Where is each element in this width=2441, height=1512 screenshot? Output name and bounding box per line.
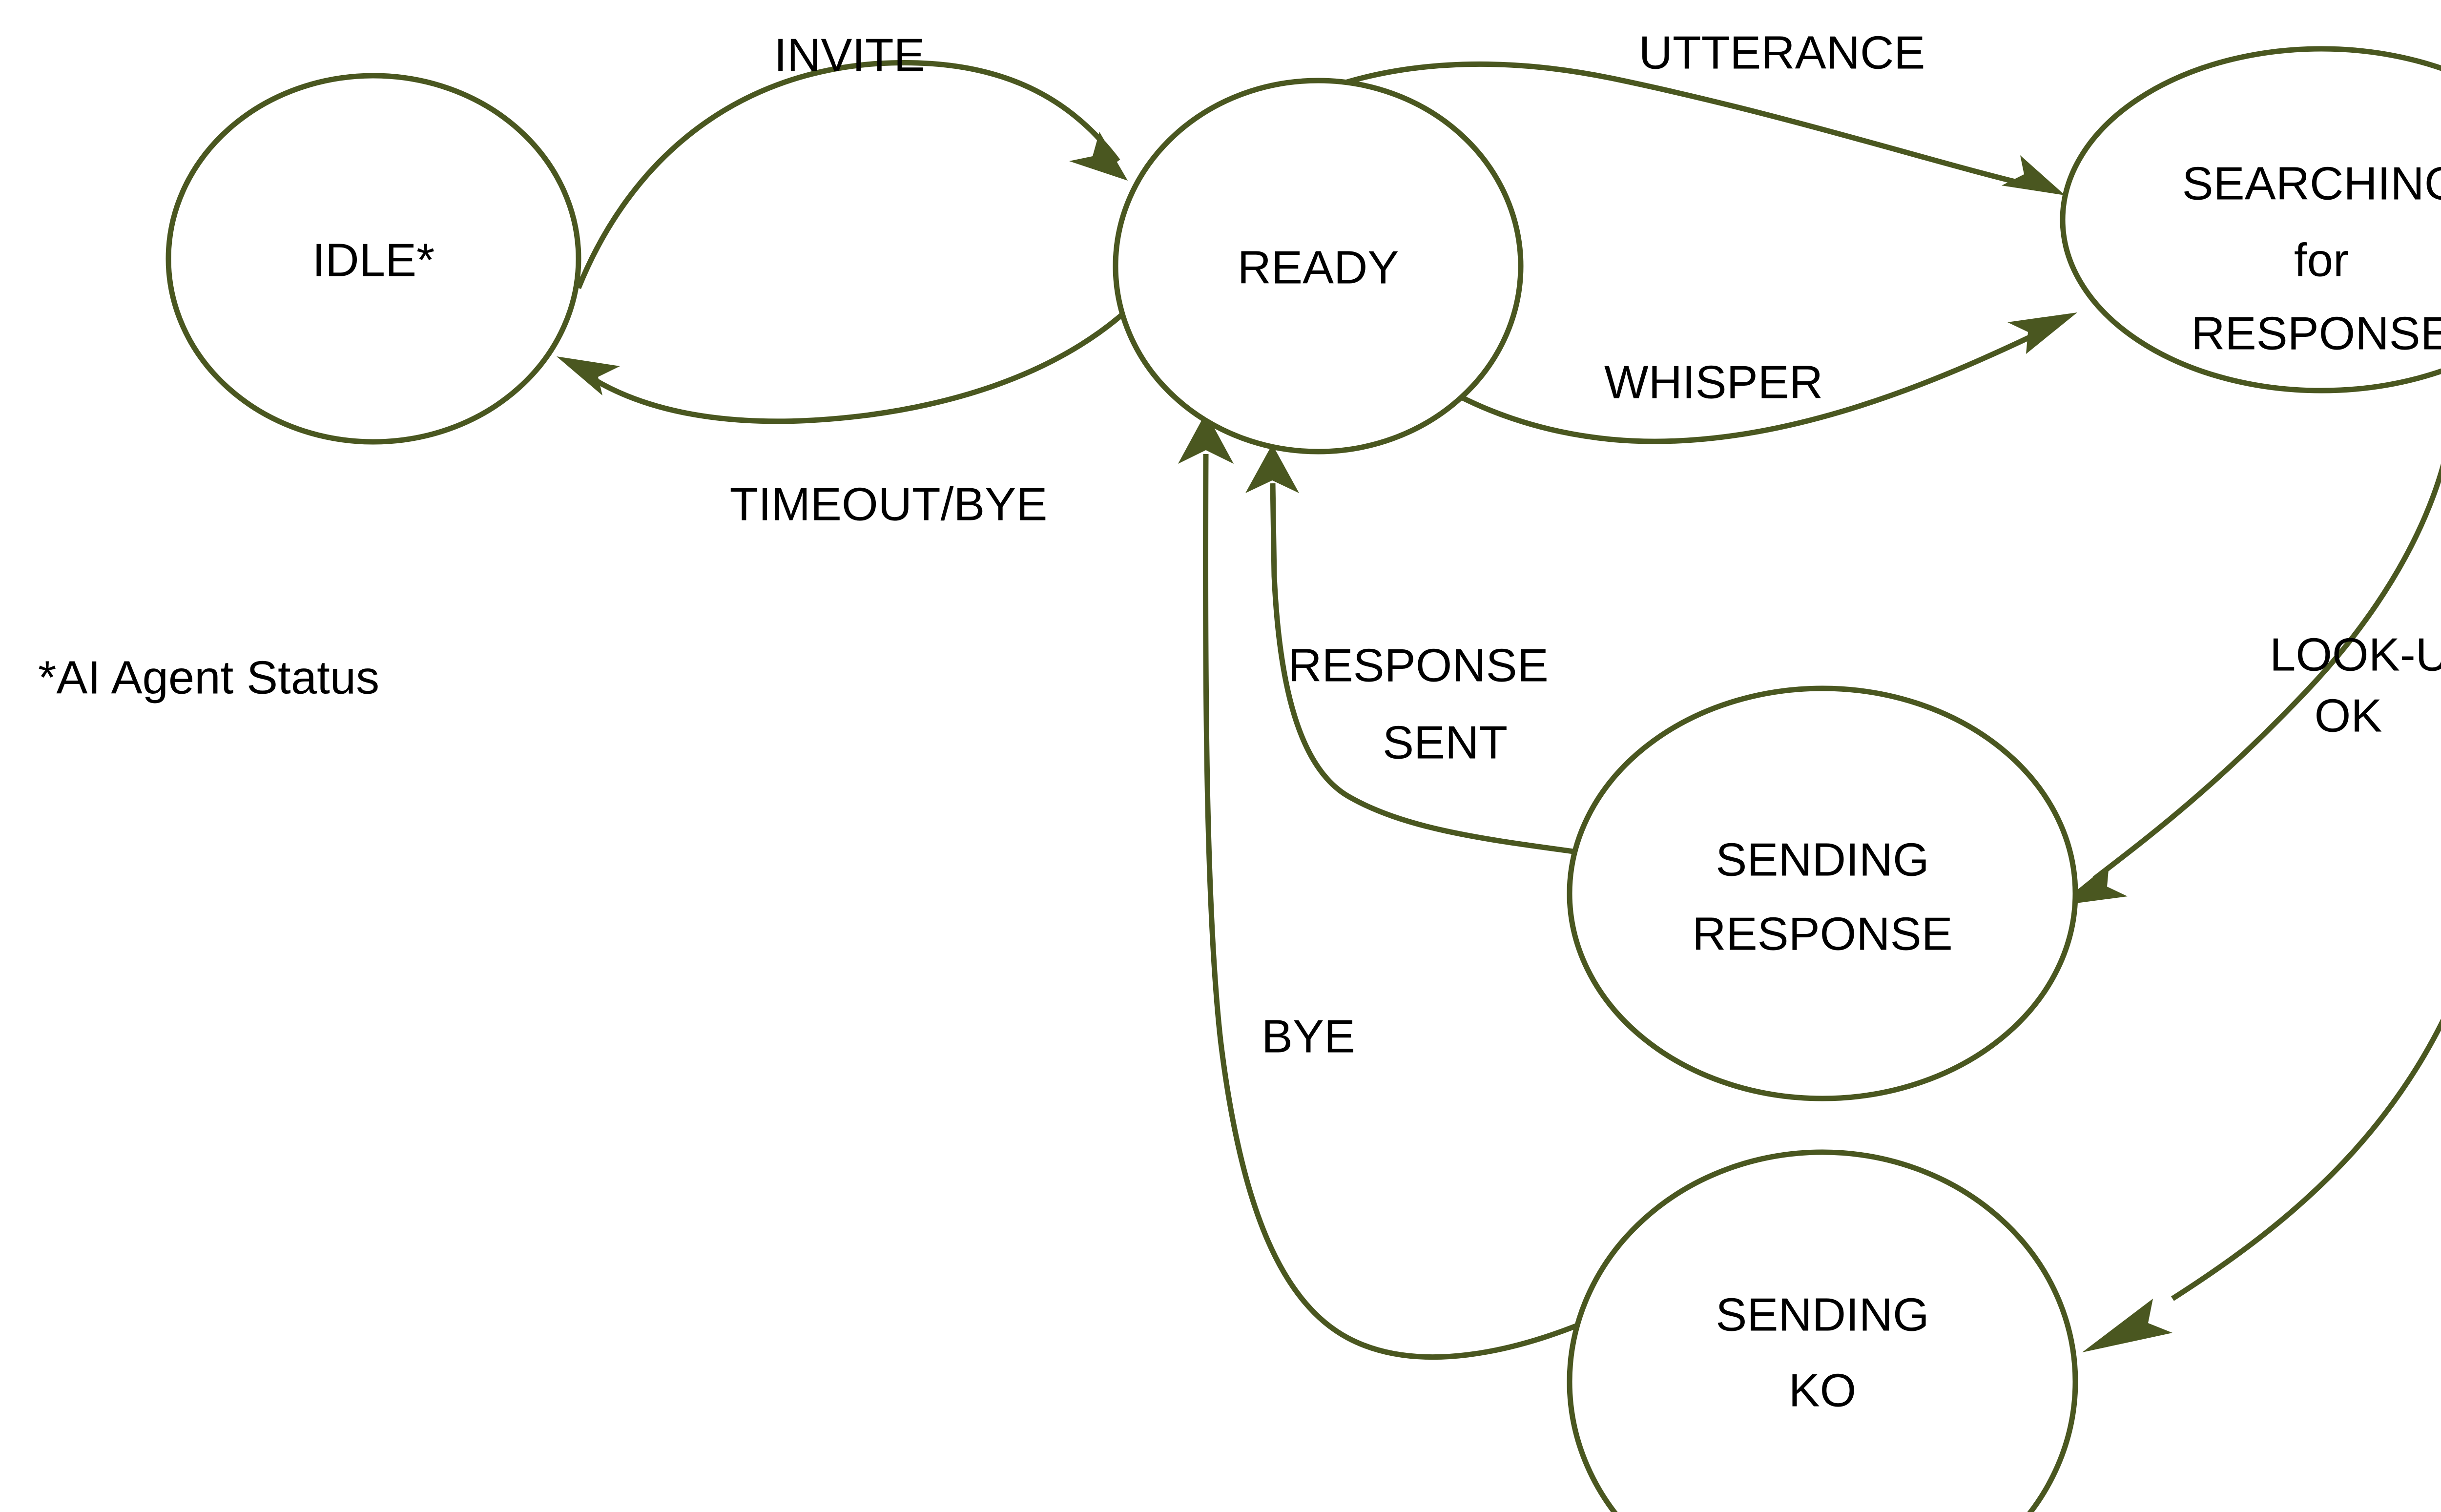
arrowhead-utterance (2002, 155, 2065, 195)
node-searching-label-2: for (2294, 234, 2349, 286)
footnote-ai-agent-status: *AI Agent Status (38, 651, 379, 704)
node-searching-shape (2060, 46, 2441, 394)
edge-label-invite: INVITE (774, 29, 925, 81)
node-ready-label: READY (1238, 241, 1399, 293)
node-sending-response-label-1: SENDING (1716, 833, 1929, 886)
edge-label-response-sent-1: RESPONSE (1288, 639, 1548, 691)
node-sending-response-shape (1567, 685, 2078, 1101)
edge-searching-to-sending-response[interactable]: LOOK-UP OK (2058, 356, 2441, 906)
arrowhead-timeout-lookup-ko (2082, 1299, 2172, 1352)
edge-ready-to-searching-utterance[interactable]: UTTERANCE (1273, 26, 2065, 195)
node-idle-shape (165, 73, 581, 445)
node-sending-ko-shape (1567, 1149, 2078, 1512)
edge-label-utterance: UTTERANCE (1639, 26, 1925, 79)
edge-idle-to-ready[interactable]: INVITE (576, 29, 1128, 290)
edge-path-invite (576, 60, 1120, 290)
arrowhead-bye (1178, 413, 1234, 464)
edge-label-response-sent-2: SENT (1383, 716, 1508, 768)
node-searching-label-3: RESPONSE (2191, 307, 2441, 359)
edge-sending-response-to-ready[interactable]: RESPONSE SENT (1245, 444, 1577, 855)
node-searching[interactable]: SEARCHING for RESPONSE (2060, 46, 2441, 394)
edge-path-bye (1202, 454, 1608, 1360)
node-sending-response-label-2: RESPONSE (1692, 908, 1952, 960)
edge-label-lookup-ok-2: OK (2315, 689, 2382, 742)
edge-label-bye: BYE (1262, 1010, 1355, 1062)
node-sending-ko-label-1: SENDING (1716, 1288, 1929, 1341)
arrowhead-invite (1069, 132, 1128, 181)
edge-label-lookup-ok-1: LOOK-UP (2270, 628, 2441, 681)
node-sending-ko-label-2: KO (1789, 1364, 1857, 1416)
node-idle[interactable]: IDLE* (165, 73, 581, 445)
arrowhead-response-sent (1245, 444, 1299, 493)
edge-path-lookup-ok (2092, 463, 2441, 881)
edge-sending-ko-to-ready[interactable]: BYE (1178, 413, 1608, 1360)
edge-searching-to-sending-ko[interactable]: TIMEOUT or LOOK-UP KO (2082, 337, 2441, 1352)
edge-path-timeout-lookup-ko (2171, 1018, 2441, 1301)
edge-label-whisper: WHISPER (1604, 356, 1823, 408)
node-sending-response[interactable]: SENDING RESPONSE (1567, 685, 2078, 1101)
edge-path-response-sent (1270, 483, 1577, 855)
arrowhead-timeout-bye (557, 356, 620, 395)
edge-path-utterance (1273, 61, 2032, 188)
node-idle-label: IDLE* (312, 234, 435, 286)
node-sending-ko[interactable]: SENDING KO (1567, 1149, 2078, 1512)
node-ready[interactable]: READY (1113, 78, 1524, 455)
node-ready-shape (1113, 78, 1524, 455)
edge-path-timeout-bye (579, 233, 1189, 424)
arrowhead-whisper (2007, 312, 2077, 354)
node-searching-label-1: SEARCHING (2182, 157, 2441, 209)
edge-ready-to-idle[interactable]: TIMEOUT/BYE (557, 233, 1189, 530)
edge-label-timeout-bye: TIMEOUT/BYE (730, 478, 1048, 530)
